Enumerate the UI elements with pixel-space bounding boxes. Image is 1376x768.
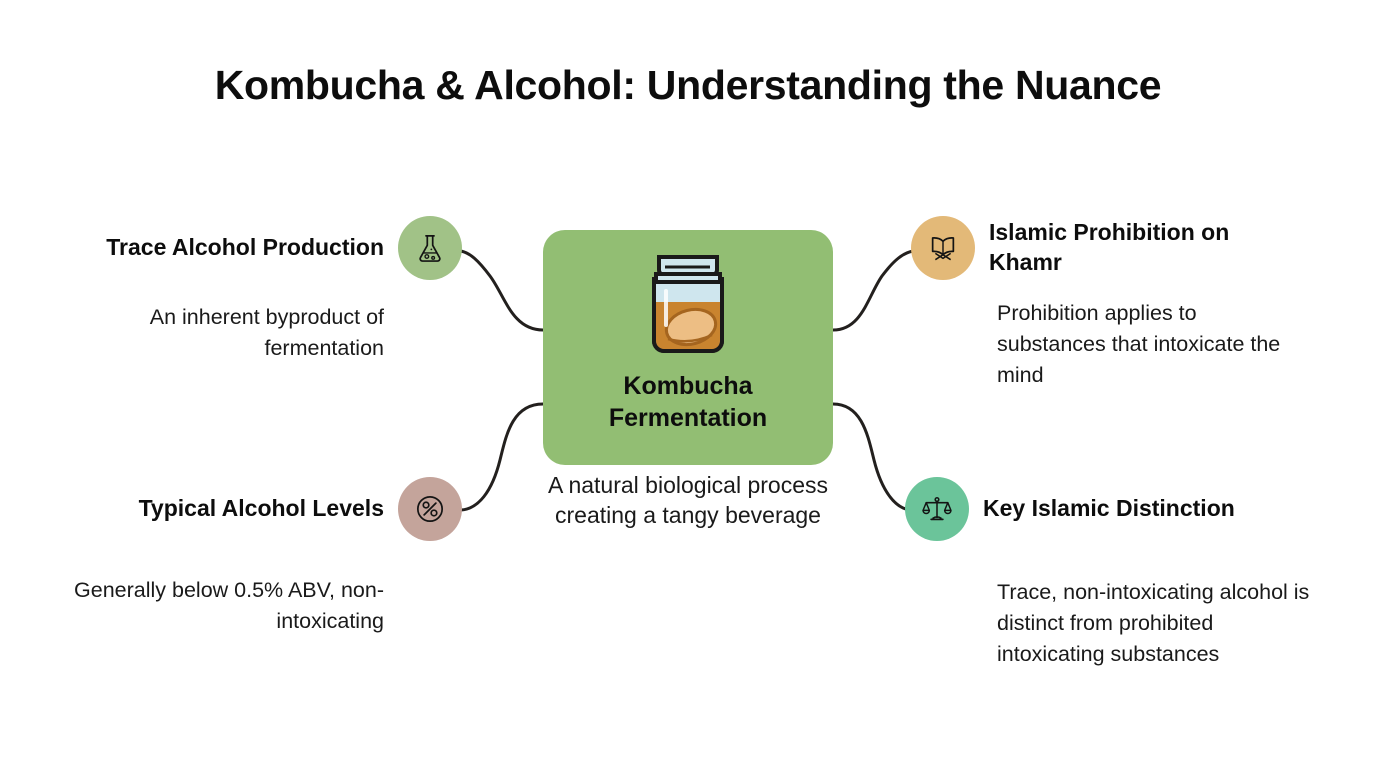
branch-trace-alcohol-title: Trace Alcohol Production [106, 234, 384, 261]
branch-islamic-prohibition[interactable]: Islamic Prohibition on Khamr Prohibition… [911, 216, 1311, 392]
open-book-icon [911, 216, 975, 280]
branch-typical-levels-description: Generally below 0.5% ABV, non-intoxicati… [74, 578, 384, 634]
connector-key-distinction [831, 402, 913, 512]
balance-scale-icon [905, 477, 969, 541]
branch-trace-alcohol-header: Trace Alcohol Production [78, 216, 462, 280]
branch-typical-levels[interactable]: Typical Alcohol Levels Generally below 0… [58, 477, 462, 637]
kombucha-jar-icon [632, 246, 744, 364]
branch-key-distinction[interactable]: Key Islamic Distinction Trace, non-intox… [905, 477, 1325, 671]
connector-islamic-prohibition [831, 249, 915, 332]
branch-key-distinction-title: Key Islamic Distinction [983, 495, 1235, 522]
connector-typical-levels [459, 402, 545, 512]
center-node[interactable]: Kombucha Fermentation [543, 230, 833, 465]
branch-key-distinction-header: Key Islamic Distinction [905, 477, 1325, 541]
percent-icon [398, 477, 462, 541]
branch-typical-levels-title: Typical Alcohol Levels [138, 495, 384, 522]
center-node-title: Kombucha Fermentation [558, 370, 818, 434]
branch-typical-levels-header: Typical Alcohol Levels [58, 477, 462, 541]
branch-islamic-prohibition-title: Islamic Prohibition on Khamr [989, 219, 1230, 275]
branch-trace-alcohol-description: An inherent byproduct of fermentation [149, 305, 384, 361]
connector-trace-alcohol [459, 249, 545, 332]
center-node-title-line2: Fermentation [608, 404, 768, 432]
page-title: Kombucha & Alcohol: Understanding the Nu… [214, 62, 1162, 108]
branch-islamic-prohibition-description: Prohibition applies to substances that i… [997, 301, 1281, 388]
center-node-title-line1: Kombucha [623, 372, 753, 400]
flask-icon [398, 216, 462, 280]
center-node-description: A natural biological process creating a … [548, 472, 828, 529]
branch-key-distinction-description: Trace, non-intoxicating alcohol is disti… [997, 580, 1310, 667]
branch-islamic-prohibition-header: Islamic Prohibition on Khamr [911, 216, 1311, 280]
branch-trace-alcohol[interactable]: Trace Alcohol Production An inherent byp… [78, 216, 462, 364]
